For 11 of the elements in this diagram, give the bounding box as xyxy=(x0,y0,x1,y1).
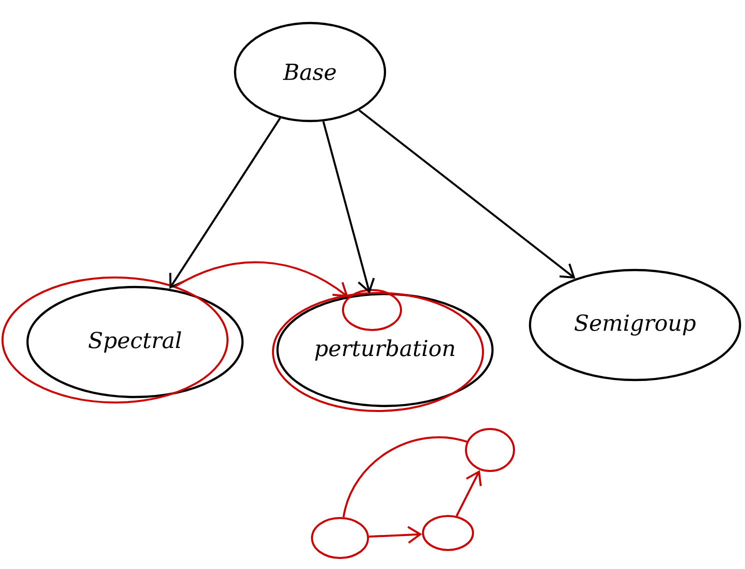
ellipse xyxy=(465,428,515,472)
ellipse xyxy=(2,276,228,404)
ellipse xyxy=(311,516,369,559)
arrow xyxy=(456,470,482,516)
arrow xyxy=(174,261,348,298)
arrow xyxy=(322,121,375,294)
arrow xyxy=(358,109,576,279)
ellipse xyxy=(342,289,402,331)
arrow xyxy=(368,526,422,544)
ellipse xyxy=(422,514,474,551)
arrow xyxy=(169,118,281,289)
